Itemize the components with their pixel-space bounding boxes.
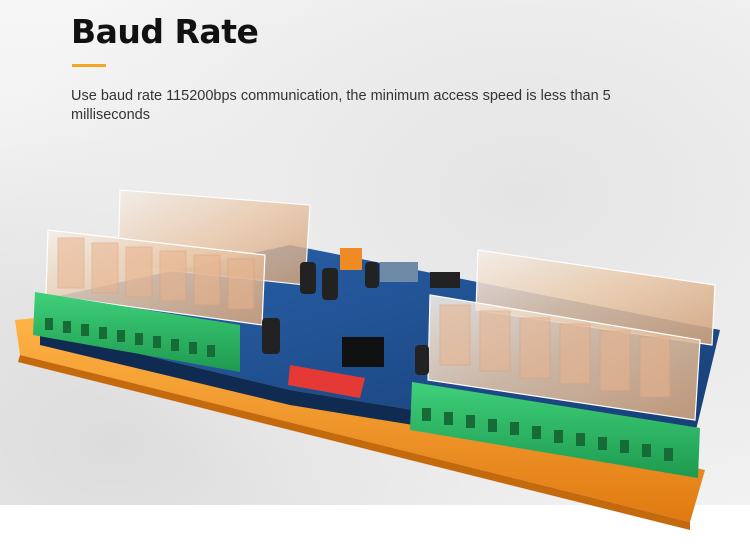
terminal-blocks-left <box>33 292 240 372</box>
page-title: Baud Rate <box>71 12 259 51</box>
dip-switch <box>288 365 365 398</box>
microcontroller-chip <box>342 337 384 367</box>
description-text: Use baud rate 115200bps communication, t… <box>71 88 611 123</box>
terminal-screws <box>45 318 673 461</box>
orange-terminal <box>340 248 362 270</box>
serial-port <box>380 262 418 282</box>
capacitors <box>262 262 429 375</box>
relay-bank-left <box>45 189 311 326</box>
power-connector <box>430 272 460 288</box>
title-accent-bar <box>72 64 106 67</box>
relay-bank-right <box>427 249 716 421</box>
